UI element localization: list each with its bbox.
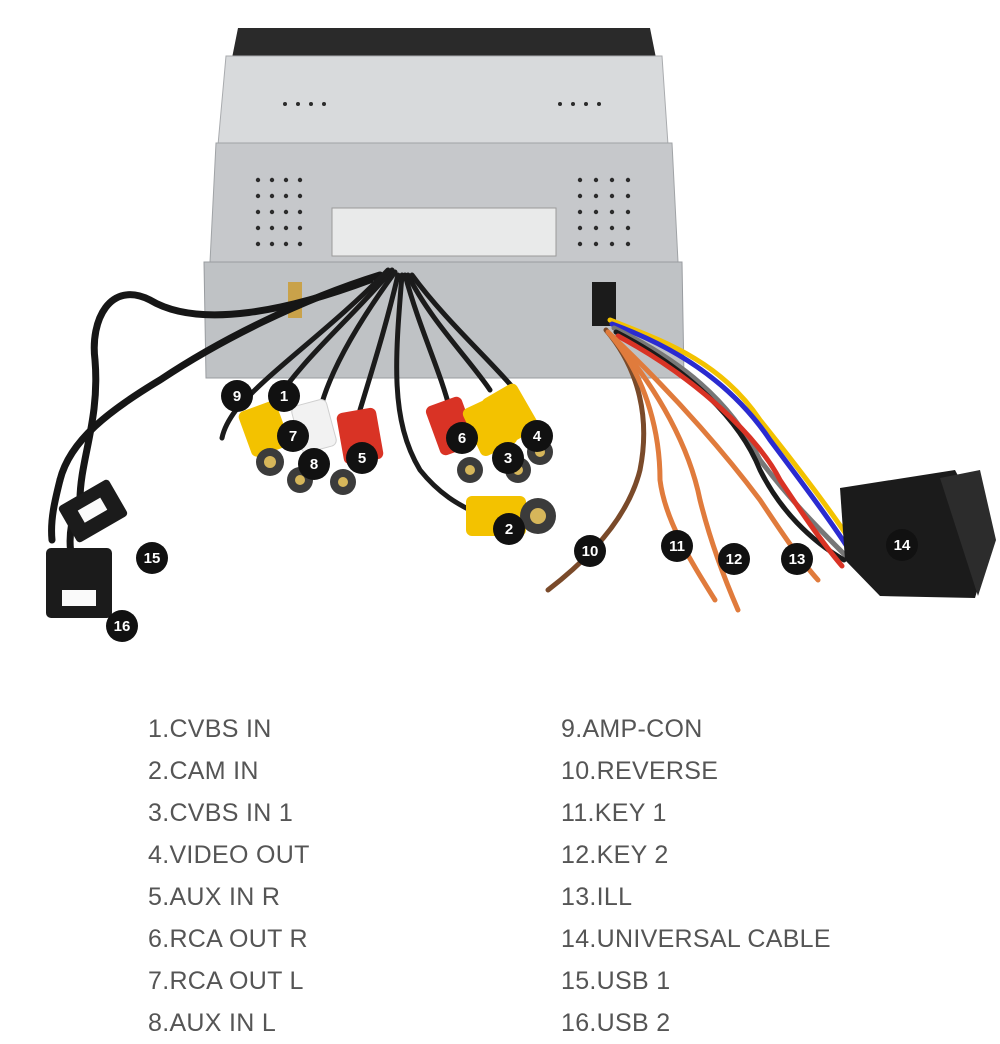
- legend-item: 2.CAM IN: [148, 757, 259, 785]
- head-unit-photo: 1 2 3 4 5 6 7 8 9 10 11 12 13 14 15 16: [46, 28, 996, 642]
- callout-1: 1: [268, 380, 300, 412]
- legend-item: 9.AMP-CON: [561, 715, 703, 743]
- callout-6: 6: [446, 422, 478, 454]
- legend-item: 15.USB 1: [561, 967, 671, 995]
- svg-text:2: 2: [505, 521, 513, 538]
- av-harness: [219, 267, 518, 513]
- usb-2-connector: [46, 548, 112, 618]
- svg-text:6: 6: [458, 430, 466, 447]
- callout-15: 15: [136, 542, 168, 574]
- legend-item: 11.KEY 1: [561, 799, 667, 827]
- svg-text:15: 15: [144, 550, 161, 567]
- svg-text:11: 11: [669, 538, 685, 555]
- svg-text:13: 13: [789, 551, 806, 568]
- legend-item: 13.ILL: [561, 883, 633, 911]
- svg-text:5: 5: [358, 450, 366, 467]
- callout-9: 9: [221, 380, 253, 412]
- callout-7: 7: [277, 420, 309, 452]
- svg-text:4: 4: [533, 428, 542, 445]
- legend-item: 10.REVERSE: [561, 757, 719, 785]
- callout-12: 12: [718, 543, 750, 575]
- legend-item: 14.UNIVERSAL CABLE: [561, 925, 831, 953]
- legend-item: 8.AUX IN L: [148, 1009, 277, 1037]
- callout-10: 10: [574, 535, 606, 567]
- callout-13: 13: [781, 543, 813, 575]
- callout-3: 3: [492, 442, 524, 474]
- connector-legend: 1.CVBS IN 2.CAM IN 3.CVBS IN 1 4.VIDEO O…: [0, 700, 1000, 1044]
- svg-text:9: 9: [233, 388, 241, 405]
- usb-1-connector: [58, 479, 128, 543]
- legend-item: 4.VIDEO OUT: [148, 841, 310, 869]
- callout-8: 8: [298, 448, 330, 480]
- legend-item: 1.CVBS IN: [148, 715, 272, 743]
- svg-text:14: 14: [894, 537, 911, 554]
- rca-plug-yellow-1: [238, 401, 290, 476]
- legend-column-left: 1.CVBS IN 2.CAM IN 3.CVBS IN 1 4.VIDEO O…: [148, 708, 310, 1044]
- svg-text:7: 7: [289, 428, 297, 445]
- callout-11: 11: [661, 530, 693, 562]
- legend-item: 16.USB 2: [561, 1009, 671, 1037]
- legend-item: 12.KEY 2: [561, 841, 669, 869]
- legend-item: 5.AUX IN R: [148, 883, 281, 911]
- svg-text:3: 3: [504, 450, 512, 467]
- callout-16: 16: [106, 610, 138, 642]
- legend-item: 6.RCA OUT R: [148, 925, 308, 953]
- universal-cable-connector: [840, 470, 996, 598]
- svg-text:8: 8: [310, 456, 318, 473]
- power-harness: [545, 282, 853, 613]
- legend-column-right: 9.AMP-CON 10.REVERSE 11.KEY 1 12.KEY 2 1…: [561, 708, 831, 1044]
- legend-item: 7.RCA OUT L: [148, 967, 304, 995]
- callout-4: 4: [521, 420, 553, 452]
- callout-14: 14: [886, 529, 918, 561]
- callout-5: 5: [346, 442, 378, 474]
- svg-text:10: 10: [582, 543, 599, 560]
- svg-text:1: 1: [280, 388, 288, 405]
- svg-text:12: 12: [726, 551, 743, 568]
- svg-text:16: 16: [114, 618, 131, 635]
- callout-2: 2: [493, 513, 525, 545]
- car-stereo-chassis: [203, 28, 685, 379]
- legend-item: 3.CVBS IN 1: [148, 799, 294, 827]
